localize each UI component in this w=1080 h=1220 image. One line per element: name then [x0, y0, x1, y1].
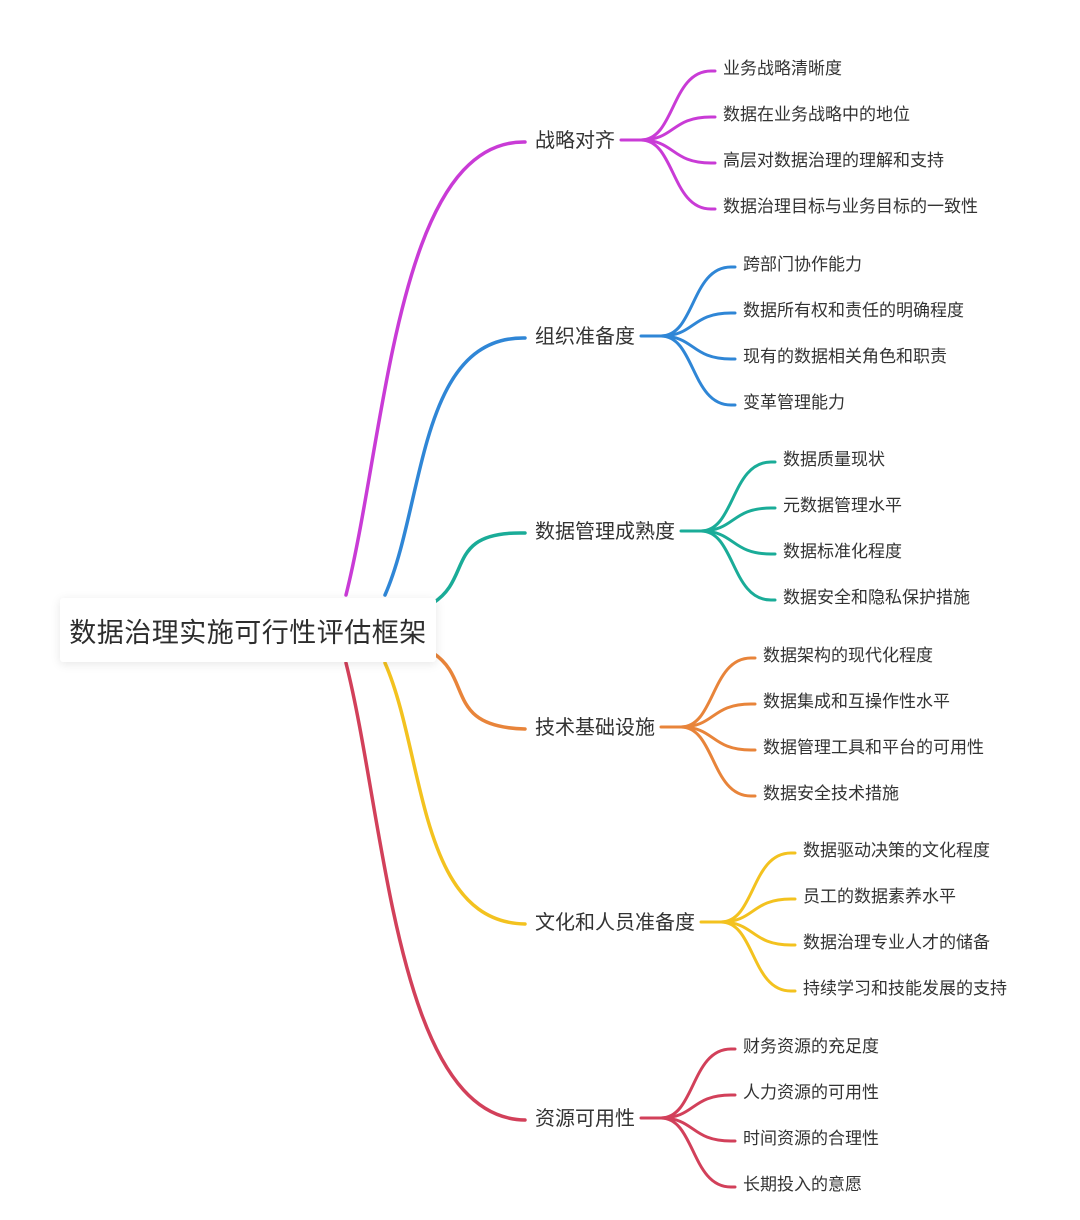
leaf-connector [719, 897, 797, 924]
connector-lines [344, 69, 797, 1189]
leaf-connector [639, 138, 717, 211]
leaf-connector [679, 702, 757, 729]
branch-connector [344, 661, 527, 1122]
leaf-label[interactable]: 数据标准化程度 [783, 542, 902, 562]
branch-label[interactable]: 资源可用性 [535, 1106, 635, 1130]
root-title: 数据治理实施可行性评估框架 [69, 617, 427, 649]
leaf-label[interactable]: 业务战略清晰度 [723, 59, 842, 79]
leaf-label[interactable]: 数据在业务战略中的地位 [723, 105, 910, 125]
leaf-connector [699, 529, 777, 602]
leaf-label[interactable]: 跨部门协作能力 [743, 255, 862, 275]
branch-label[interactable]: 组织准备度 [535, 324, 635, 348]
leaf-label[interactable]: 持续学习和技能发展的支持 [803, 979, 1007, 999]
leaf-label[interactable]: 数据安全技术措施 [763, 784, 899, 804]
leaf-label[interactable]: 数据质量现状 [783, 450, 885, 470]
leaf-label[interactable]: 数据驱动决策的文化程度 [803, 841, 990, 861]
leaf-label[interactable]: 时间资源的合理性 [743, 1129, 879, 1149]
leaf-label[interactable]: 数据架构的现代化程度 [763, 646, 933, 666]
leaf-connector [659, 265, 737, 338]
leaf-connector [659, 334, 737, 407]
leaf-connector [659, 1116, 737, 1189]
leaf-connector [719, 851, 797, 924]
branch-label[interactable]: 技术基础设施 [535, 715, 655, 739]
leaf-label[interactable]: 员工的数据素养水平 [803, 887, 956, 907]
branch-label[interactable]: 数据管理成熟度 [535, 519, 675, 543]
branch-connector [383, 336, 527, 597]
leaf-connector [659, 1093, 737, 1120]
leaf-connector [679, 725, 757, 798]
leaf-connector [699, 460, 777, 533]
leaf-label[interactable]: 数据集成和互操作性水平 [763, 692, 950, 712]
leaf-connector [639, 115, 717, 142]
leaf-label[interactable]: 人力资源的可用性 [743, 1083, 879, 1103]
leaf-label[interactable]: 元数据管理水平 [783, 496, 902, 516]
leaf-label[interactable]: 高层对数据治理的理解和支持 [723, 151, 944, 171]
branch-connector [431, 531, 527, 605]
leaf-label[interactable]: 数据安全和隐私保护措施 [783, 588, 970, 608]
leaf-label[interactable]: 数据所有权和责任的明确程度 [743, 301, 964, 321]
leaf-connector [659, 311, 737, 338]
root-node[interactable]: 数据治理实施可行性评估框架 [60, 598, 436, 662]
branch-connector [431, 651, 527, 731]
leaf-connector [659, 1047, 737, 1120]
leaf-connector [639, 69, 717, 142]
leaf-label[interactable]: 数据治理专业人才的储备 [803, 933, 990, 953]
leaf-label[interactable]: 数据治理目标与业务目标的一致性 [723, 197, 978, 217]
leaf-connector [679, 656, 757, 729]
branch-connector [383, 661, 527, 926]
leaf-label[interactable]: 现有的数据相关角色和职责 [743, 347, 947, 367]
leaf-connector [719, 920, 797, 993]
leaf-label[interactable]: 数据管理工具和平台的可用性 [763, 738, 984, 758]
branch-label[interactable]: 战略对齐 [535, 128, 615, 152]
branch-connector [344, 140, 527, 597]
leaf-label[interactable]: 长期投入的意愿 [743, 1175, 862, 1195]
leaf-label[interactable]: 财务资源的充足度 [743, 1037, 879, 1057]
leaf-connector [699, 506, 777, 533]
branch-label[interactable]: 文化和人员准备度 [535, 910, 695, 934]
leaf-label[interactable]: 变革管理能力 [743, 393, 845, 413]
node-labels: 战略对齐 业务战略清晰度数据在业务战略中的地位高层对数据治理的理解和支持数据治理目… [535, 59, 1007, 1195]
